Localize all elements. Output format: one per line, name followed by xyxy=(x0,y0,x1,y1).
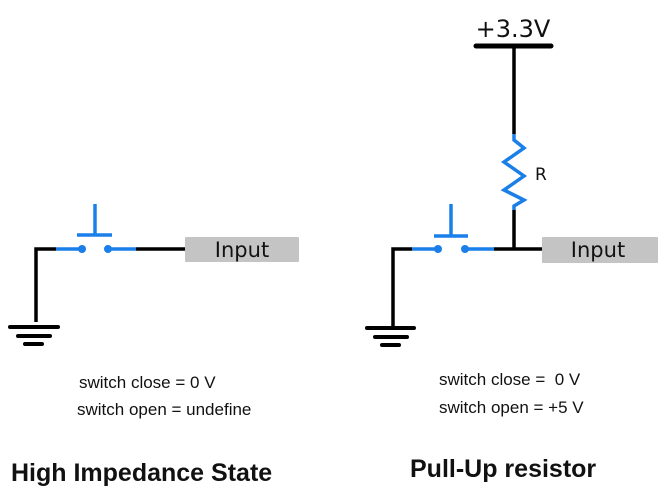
left-note-close: switch close = 0 V xyxy=(79,373,216,392)
right-title: Pull-Up resistor xyxy=(410,455,596,483)
resistor-icon xyxy=(500,134,528,210)
right-ground-wire xyxy=(391,247,412,326)
right-note-close: switch close = 0 V xyxy=(439,370,581,389)
left-ground-wire xyxy=(34,247,56,322)
left-note-open: switch open = undefine xyxy=(77,400,251,419)
supply-label: +3.3V xyxy=(476,15,551,43)
right-ground-icon xyxy=(365,326,416,347)
left-input-label: Input xyxy=(215,238,269,262)
right-input-pin: Input xyxy=(542,237,658,263)
left-title: High Impedance State xyxy=(11,459,272,487)
left-circuit: Input switch close = 0 V switch open = u… xyxy=(8,204,299,487)
left-ground-icon xyxy=(8,325,60,346)
resistor-label: R xyxy=(535,165,547,185)
left-input-pin: Input xyxy=(185,237,299,262)
right-circuit: +3.3V R Input sw xyxy=(365,15,658,483)
right-note-open: switch open = +5 V xyxy=(439,398,584,417)
left-switch-icon xyxy=(56,204,136,253)
right-input-label: Input xyxy=(571,238,625,262)
right-switch-icon xyxy=(412,204,494,253)
